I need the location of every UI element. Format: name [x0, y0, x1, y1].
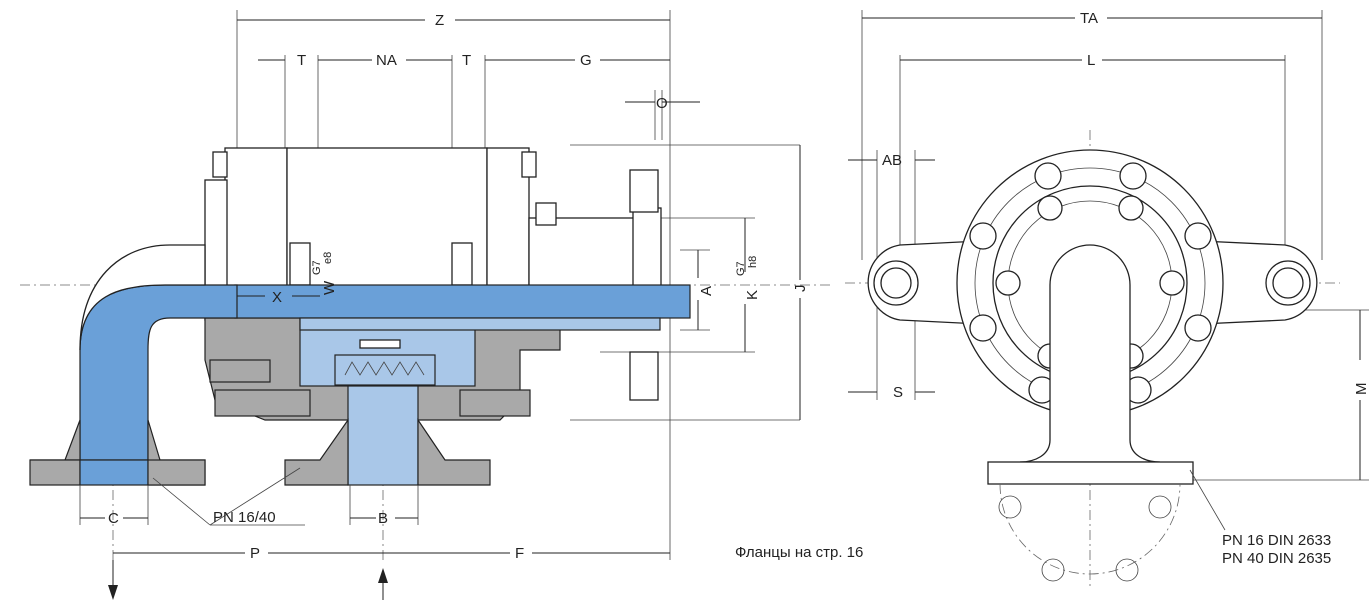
dim-w-tolerance-2: e8 [322, 252, 334, 264]
pn-right-label-2: PN 40 DIN 2635 [1222, 550, 1331, 567]
dim-b: B [378, 510, 388, 527]
dim-w-tolerance: G7 [311, 260, 323, 275]
dim-w: W [321, 280, 338, 295]
dim-j: J [792, 285, 809, 293]
dim-t-left: T [297, 52, 306, 69]
outflow-arrow-icon [108, 585, 118, 600]
flanges-note: Фланцы на стр. 16 [735, 544, 863, 561]
bolt-hex-group [969, 162, 1212, 404]
dim-z: Z [435, 12, 444, 29]
dim-p: P [250, 545, 260, 562]
dim-ab: AB [882, 152, 902, 169]
dim-t-right: T [462, 52, 471, 69]
dim-na: NA [376, 52, 397, 69]
dim-k: K [744, 290, 761, 300]
pn-left-label: PN 16/40 [213, 509, 276, 526]
dim-f: F [515, 545, 524, 562]
dim-o: O [656, 95, 668, 112]
pn-right-label-1: PN 16 DIN 2633 [1222, 532, 1331, 549]
end-view: TA L AB S M [845, 10, 1369, 590]
dim-l: L [1087, 52, 1095, 69]
dim-s: S [893, 384, 903, 401]
dim-a: A [698, 286, 715, 296]
dim-g: G [580, 52, 592, 69]
dim-k-tolerance-2: h8 [747, 256, 759, 268]
dim-m: M [1353, 383, 1369, 396]
side-section-view: Z T NA T G O [20, 10, 830, 600]
dim-c: C [108, 510, 119, 527]
dim-x: X [272, 289, 282, 306]
inflow-arrow-icon [378, 568, 388, 583]
dim-ta: TA [1080, 10, 1098, 27]
dim-k-tolerance: G7 [735, 261, 747, 276]
